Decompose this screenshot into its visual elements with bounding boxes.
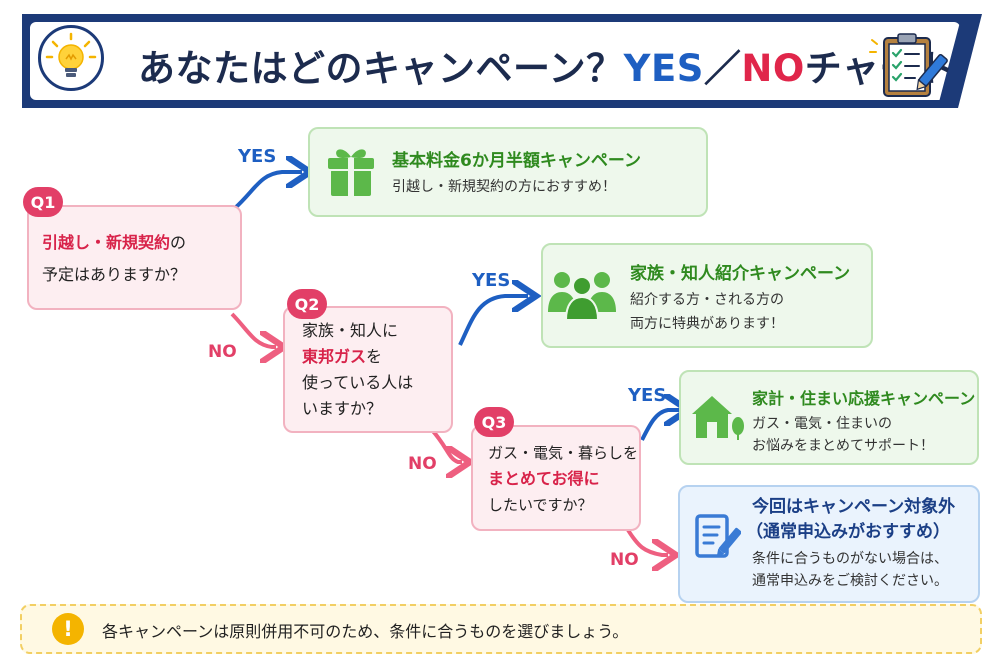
no-label-1: NO [208, 342, 237, 362]
result-4-box [678, 485, 980, 603]
house-icon [690, 392, 746, 440]
title-separator: ／ [703, 47, 742, 90]
result-2-description-1: 紹介する方・される方の [630, 292, 784, 308]
question-3-line-3: したいですか？ [488, 496, 593, 514]
no-label-3: NO [610, 550, 639, 570]
no-arrow-1 [230, 312, 276, 347]
result-4-description-2: 通常申込みをご検討ください。 [752, 573, 948, 589]
question-2-line-2: 東邦ガスを [302, 347, 383, 366]
yes-arrow-2 [458, 296, 528, 346]
page-title: あなたはどのキャンペーン？YES／NOチャート [138, 38, 954, 90]
result-3-description-1: ガス・電気・住まいの [752, 416, 892, 432]
result-1-box [308, 127, 708, 217]
yes-label-1: YES [238, 146, 277, 167]
result-4-description-1: 条件に合うものがない場合は、 [752, 551, 948, 567]
no-label-2: NO [408, 454, 437, 474]
result-3-box [679, 370, 979, 465]
no-arrow-3 [626, 528, 668, 555]
title-no: NO [741, 47, 805, 90]
yes-arrow-1 [233, 172, 302, 210]
question-1-line-2: 予定はありますか？ [42, 265, 187, 284]
question-2-line-4: いますか？ [302, 399, 383, 418]
result-4-title-1: 今回はキャンペーン対象外 [752, 497, 956, 517]
clipboard-checklist-icon [868, 30, 948, 102]
result-3-description-2: お悩みをまとめてサポート！ [752, 438, 934, 454]
question-2-line-1: 家族・知人に [302, 321, 399, 340]
result-1-description: 引越し・新規契約の方におすすめ！ [392, 179, 616, 195]
people-icon [546, 268, 618, 321]
question-3-line-2: まとめてお得に [488, 469, 600, 488]
result-3-title: 家計・住まい応援キャンペーン [752, 389, 976, 408]
yes-arrow-3 [640, 410, 680, 441]
exclamation-icon: ! [52, 613, 84, 645]
result-2-description-2: 両方に特典があります！ [630, 316, 784, 332]
yes-label-3: YES [628, 385, 667, 406]
question-2-box [283, 306, 453, 433]
question-1-box [27, 205, 242, 310]
footer-note-text: 各キャンペーンは原則併用不可のため、条件に合うものを選びましょう。 [102, 622, 629, 641]
title-banner [30, 22, 960, 100]
title-main: あなたはどのキャンペーン？ [138, 47, 624, 90]
yes-label-2: YES [472, 270, 511, 291]
result-2-title: 家族・知人紹介キャンペーン [630, 264, 851, 284]
question-3-line-1: ガス・電気・暮らしを [488, 444, 639, 462]
question-3-box [471, 425, 641, 531]
question-1-line-1: 引越し・新規契約の [42, 233, 187, 252]
footer-note [20, 604, 982, 654]
document-pen-icon [693, 512, 742, 564]
question-2-badge: Q2 [287, 289, 327, 319]
title-yes: YES [623, 47, 704, 90]
result-1-title: 基本料金6か月半額キャンペーン [392, 151, 641, 171]
question-1-badge: Q1 [23, 187, 63, 217]
result-4-title-2: （通常申込みがおすすめ） [746, 522, 950, 542]
no-arrow-2 [430, 428, 462, 462]
question-3-badge: Q3 [474, 407, 514, 437]
gift-icon [325, 143, 377, 198]
lightbulb-icon [38, 25, 104, 91]
question-2-line-3: 使っている人は [302, 373, 414, 392]
